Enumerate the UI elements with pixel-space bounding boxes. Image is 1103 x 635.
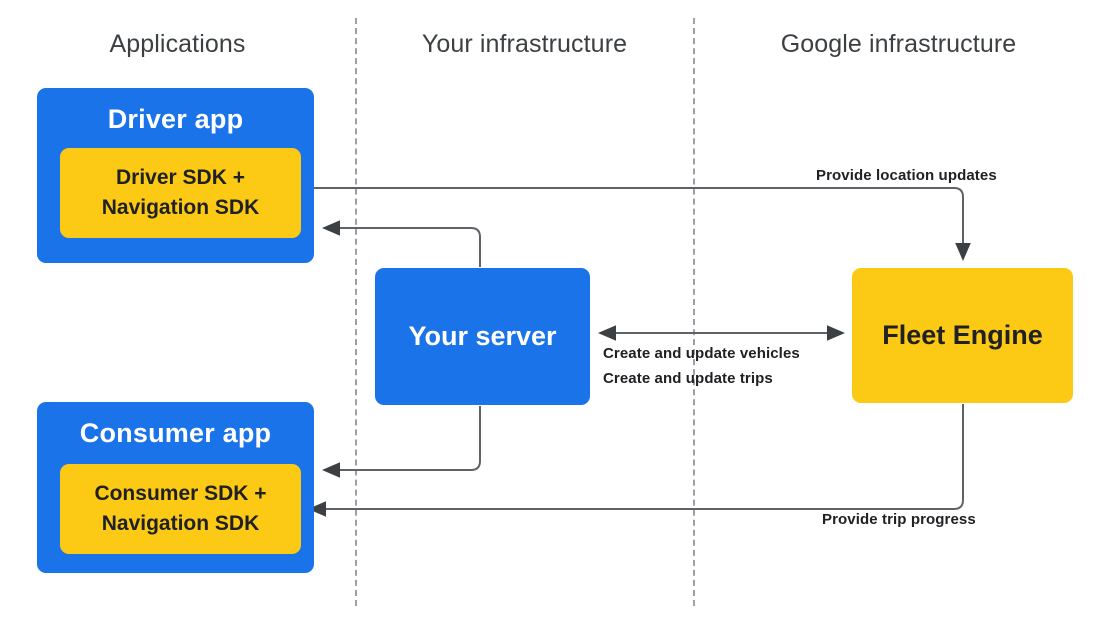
column-heading-your-infrastructure: Your infrastructure [421, 30, 628, 58]
node-driver-app-title: Driver app [107, 104, 244, 134]
edge-label-provide-location-updates: Provide location updates [816, 167, 997, 184]
consumer-sdk-line-2: Navigation SDK [101, 512, 260, 535]
node-consumer-sdk[interactable]: Consumer SDK + Navigation SDK [60, 464, 301, 554]
node-driver-app[interactable]: Driver app Driver SDK + Navigation SDK [37, 88, 314, 263]
column-heading-google-infrastructure: Google infrastructure [780, 30, 1017, 58]
node-consumer-app[interactable]: Consumer app Consumer SDK + Navigation S… [37, 402, 314, 573]
node-fleet-engine[interactable]: Fleet Engine [852, 268, 1073, 403]
driver-sdk-line-1: Driver SDK + [116, 165, 245, 189]
edge-server-to-driver [322, 220, 481, 267]
edge-label-create-and-update-trips: Create and update trips [603, 370, 773, 387]
node-driver-sdk[interactable]: Driver SDK + Navigation SDK [60, 148, 301, 238]
node-your-server[interactable]: Your server [375, 268, 590, 405]
column-heading-applications: Applications [109, 30, 246, 58]
consumer-sdk-line-1: Consumer SDK + [94, 481, 267, 505]
edge-label-create-and-update-vehicles: Create and update vehicles [603, 345, 800, 362]
edge-trip-progress [308, 404, 964, 517]
edge-server-to-consumer [322, 406, 481, 478]
edge-label-provide-trip-progress: Provide trip progress [822, 511, 976, 528]
node-consumer-app-title: Consumer app [79, 418, 272, 448]
column-divider-right [693, 18, 695, 606]
driver-sdk-line-2: Navigation SDK [101, 196, 260, 219]
edge-location-updates [301, 187, 971, 261]
column-divider-left [355, 18, 357, 606]
